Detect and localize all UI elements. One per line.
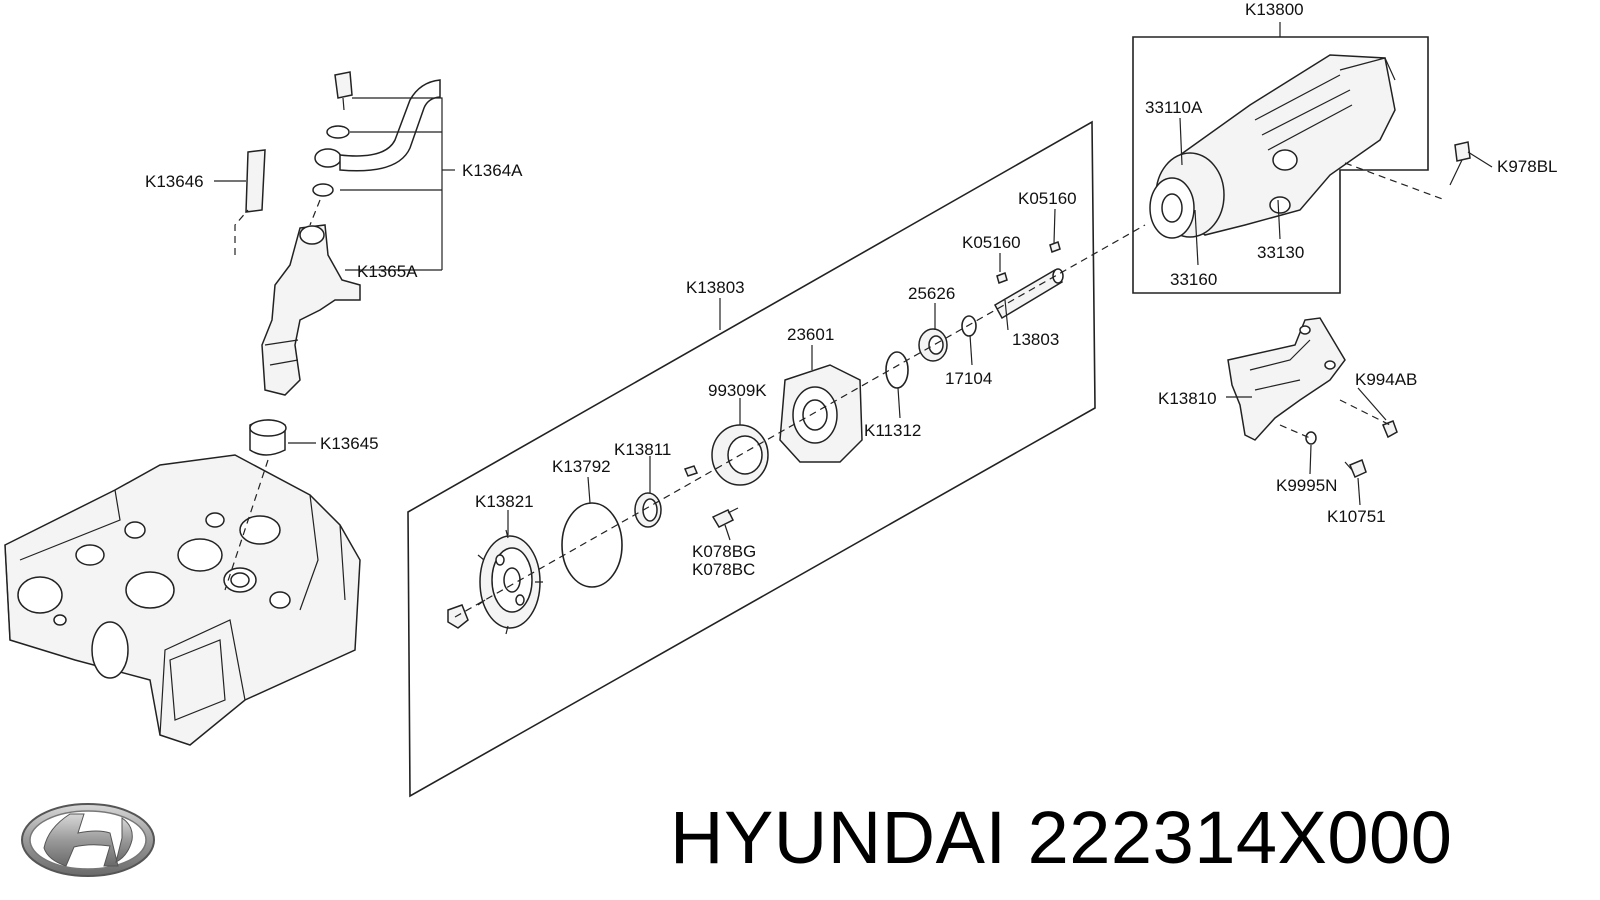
- label-k9995n: K9995N: [1276, 476, 1337, 495]
- snap-ring-k11312-drawing: [885, 351, 909, 389]
- leader-lines: [214, 22, 1493, 541]
- label-17104: 17104: [945, 369, 992, 388]
- seal-k13811-drawing: [634, 492, 662, 528]
- label-13803: 13803: [1012, 330, 1059, 349]
- injection-pump-drawing: [1149, 54, 1396, 239]
- bearing-25626-drawing: [918, 328, 948, 362]
- injector-drawing: [245, 71, 441, 456]
- part-number: 222314X000: [1027, 796, 1453, 879]
- label-k13792: K13792: [552, 457, 611, 476]
- label-k994ab: K994AB: [1355, 370, 1417, 389]
- assembly-lines: [224, 162, 1446, 618]
- label-k10751: K10751: [1327, 507, 1386, 526]
- ring-17104-drawing: [961, 315, 977, 337]
- label-k978bl: K978BL: [1497, 157, 1558, 176]
- nut-k994ab-drawing: [1382, 420, 1398, 439]
- label-k13821: K13821: [475, 492, 534, 511]
- nut-drawing: [447, 604, 469, 629]
- label-25626: 25626: [908, 284, 955, 303]
- label-99309k: 99309K: [708, 381, 767, 400]
- bracket-k13810-drawing: [1227, 317, 1346, 441]
- hyundai-logo-icon: [21, 803, 155, 877]
- cylinder-head-drawing: [4, 454, 361, 746]
- part-labels: K13800 33110A K978BL K05160 K05160 33130…: [145, 0, 1558, 579]
- label-k13645: K13645: [320, 434, 379, 453]
- label-k1364a: K1364A: [462, 161, 523, 180]
- label-k1365a: K1365A: [357, 262, 418, 281]
- bolt-k978bl-drawing: [1449, 141, 1471, 186]
- label-k13810: K13810: [1158, 389, 1217, 408]
- part-title: HYUNDAI 222314X000: [670, 795, 1452, 880]
- label-33110a: 33110A: [1145, 98, 1203, 117]
- label-k13811: K13811: [614, 440, 671, 459]
- o-ring-drawing: [561, 502, 623, 588]
- group-box-k13803: [407, 120, 1096, 798]
- label-k05160-b: K05160: [962, 233, 1021, 252]
- label-k078bg: K078BG: [692, 542, 756, 561]
- group-box-k13800: [1132, 36, 1429, 294]
- label-33160: 33160: [1170, 270, 1217, 289]
- brand-name: HYUNDAI: [670, 796, 1007, 879]
- bolt-k078-drawing: [683, 465, 739, 528]
- label-k05160-a: K05160: [1018, 189, 1077, 208]
- label-23601: 23601: [787, 325, 834, 344]
- label-k13800: K13800: [1245, 0, 1304, 19]
- housing-23601-drawing: [779, 364, 863, 463]
- label-k078bc: K078BC: [692, 560, 755, 579]
- drive-gear-drawing: [477, 529, 543, 635]
- label-k13646: K13646: [145, 172, 204, 191]
- label-k13803-box: K13803: [686, 278, 745, 297]
- key-drawing: [996, 241, 1061, 284]
- label-k11312: K11312: [864, 421, 921, 440]
- label-33130: 33130: [1257, 243, 1304, 262]
- washer-k9995n-drawing: [1305, 431, 1317, 445]
- bolt-k10751-drawing: [1344, 458, 1367, 479]
